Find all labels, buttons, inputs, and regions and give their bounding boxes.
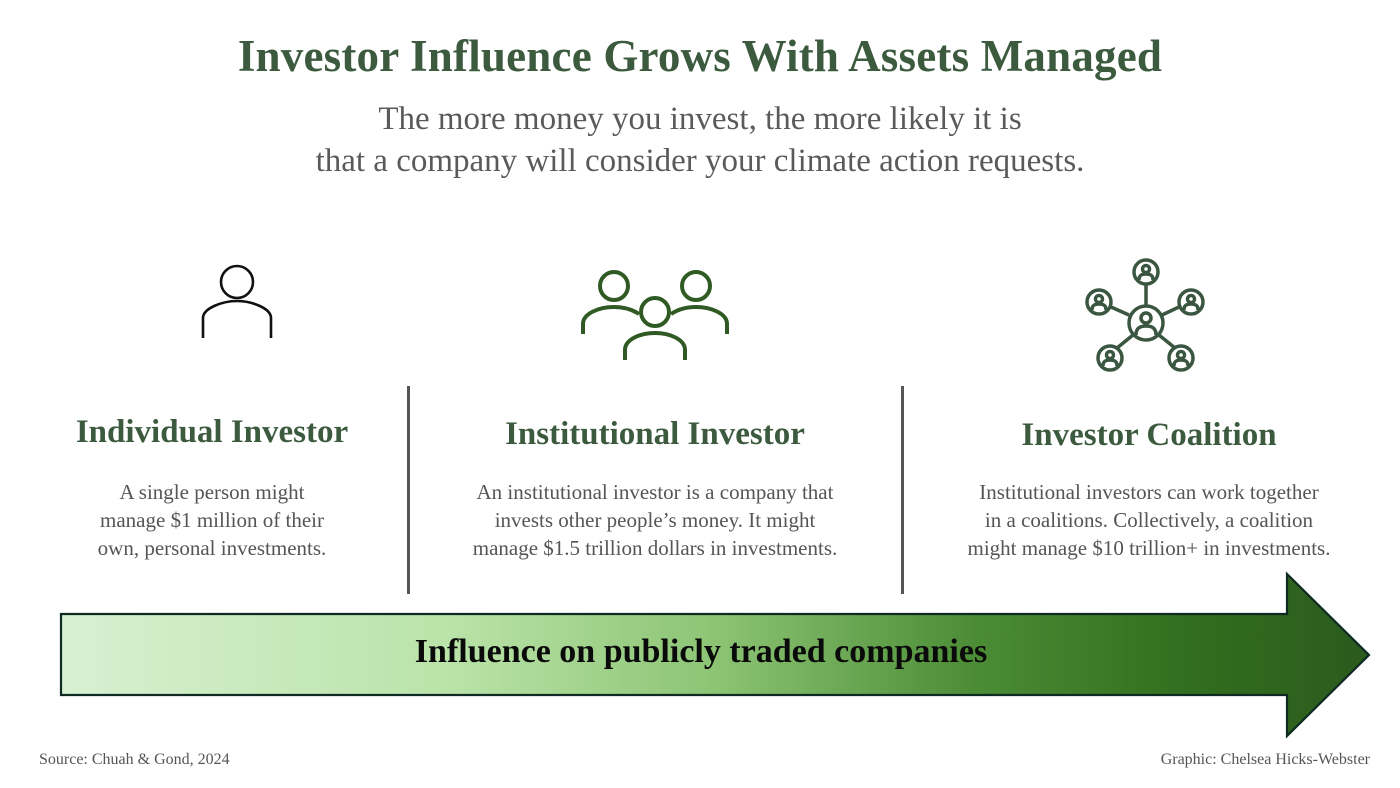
source-citation: Source: Chuah & Gond, 2024 bbox=[39, 751, 230, 768]
description-line: manage $1 million of their bbox=[100, 508, 324, 532]
group-icon bbox=[581, 270, 729, 360]
description-line: in a coalitions. Collectively, a coaliti… bbox=[984, 508, 1314, 532]
description-line: Institutional investors can work togethe… bbox=[979, 480, 1319, 504]
column-heading-coalition: Investor Coalition bbox=[1021, 417, 1277, 453]
network-icon bbox=[1085, 258, 1205, 372]
column-heading-institutional: Institutional Investor bbox=[505, 416, 805, 452]
description-line: own, personal investments. bbox=[97, 536, 327, 560]
page-title: Investor Influence Grows With Assets Man… bbox=[237, 31, 1163, 81]
subtitle-line-2: that a company will consider your climat… bbox=[315, 143, 1085, 179]
column-description-coalition: Institutional investors can work togethe… bbox=[904, 478, 1394, 562]
column-description-individual: A single person might manage $1 million … bbox=[12, 478, 412, 562]
subtitle-line-1: The more money you invest, the more like… bbox=[378, 101, 1022, 137]
description-line: An institutional investor is a company t… bbox=[476, 480, 834, 504]
subtitle: The more money you invest, the more like… bbox=[0, 98, 1400, 182]
arrow-label: Influence on publicly traded companies bbox=[414, 633, 988, 670]
person-icon bbox=[201, 264, 273, 338]
graphic-credit: Graphic: Chelsea Hicks-Webster bbox=[1160, 751, 1370, 768]
description-line: might manage $10 trillion+ in investment… bbox=[967, 536, 1331, 560]
column-heading-individual: Individual Investor bbox=[75, 414, 349, 450]
column-divider bbox=[407, 386, 410, 594]
column-description-institutional: An institutional investor is a company t… bbox=[410, 478, 900, 562]
description-line: manage $1.5 trillion dollars in investme… bbox=[472, 536, 838, 560]
description-line: A single person might bbox=[119, 480, 305, 504]
column-divider bbox=[901, 386, 904, 594]
description-line: invests other people’s money. It might bbox=[494, 508, 816, 532]
